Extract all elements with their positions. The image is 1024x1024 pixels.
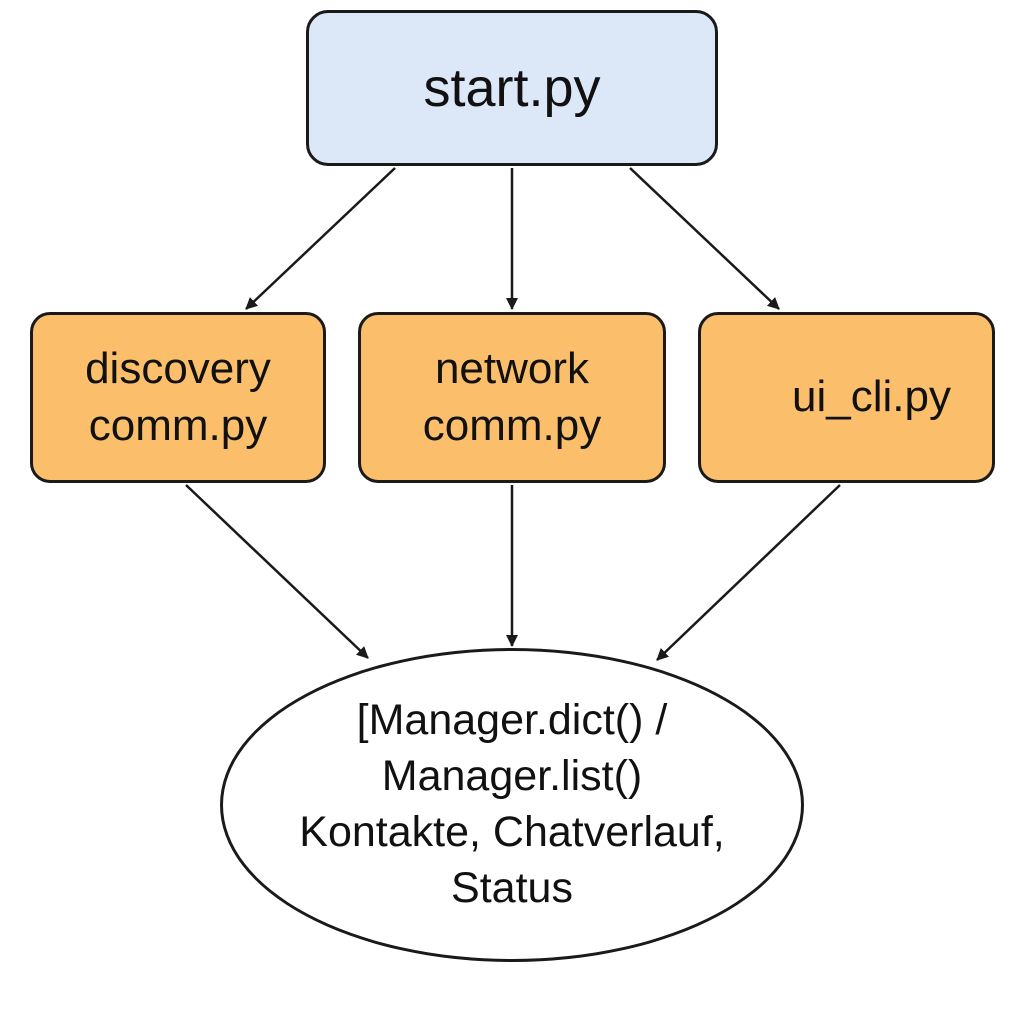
node-network-line-1: network <box>434 344 590 394</box>
arrow-discovery-to-shared <box>185 484 369 659</box>
node-shared-state: [Manager.dict() / Manager.list() Kontakt… <box>220 648 804 962</box>
node-network-line-2: comm.py <box>422 400 602 450</box>
node-discovery-comm: discovery comm.py <box>30 312 326 483</box>
arrow-ui_cli-to-shared <box>656 484 841 661</box>
node-shared-line-1: [Manager.dict() / <box>356 696 668 745</box>
node-discovery-line-2: comm.py <box>88 400 268 450</box>
node-start-line-1: start.py <box>423 58 601 118</box>
node-discovery-line-1: discovery <box>85 344 271 394</box>
node-shared-line-4: Status <box>451 863 573 912</box>
node-ui-cli: ui_cli.py <box>698 312 995 483</box>
node-ui-line-1: ui_cli.py <box>792 372 951 422</box>
node-shared-line-2: Manager.list() <box>381 752 643 801</box>
arrow-start-to-discovery <box>245 167 396 310</box>
node-network-comm: network comm.py <box>358 312 666 483</box>
node-start: start.py <box>306 10 718 166</box>
node-shared-line-3: Kontakte, Chatverlauf, <box>299 808 725 856</box>
arrow-start-to-ui_cli <box>629 167 780 310</box>
